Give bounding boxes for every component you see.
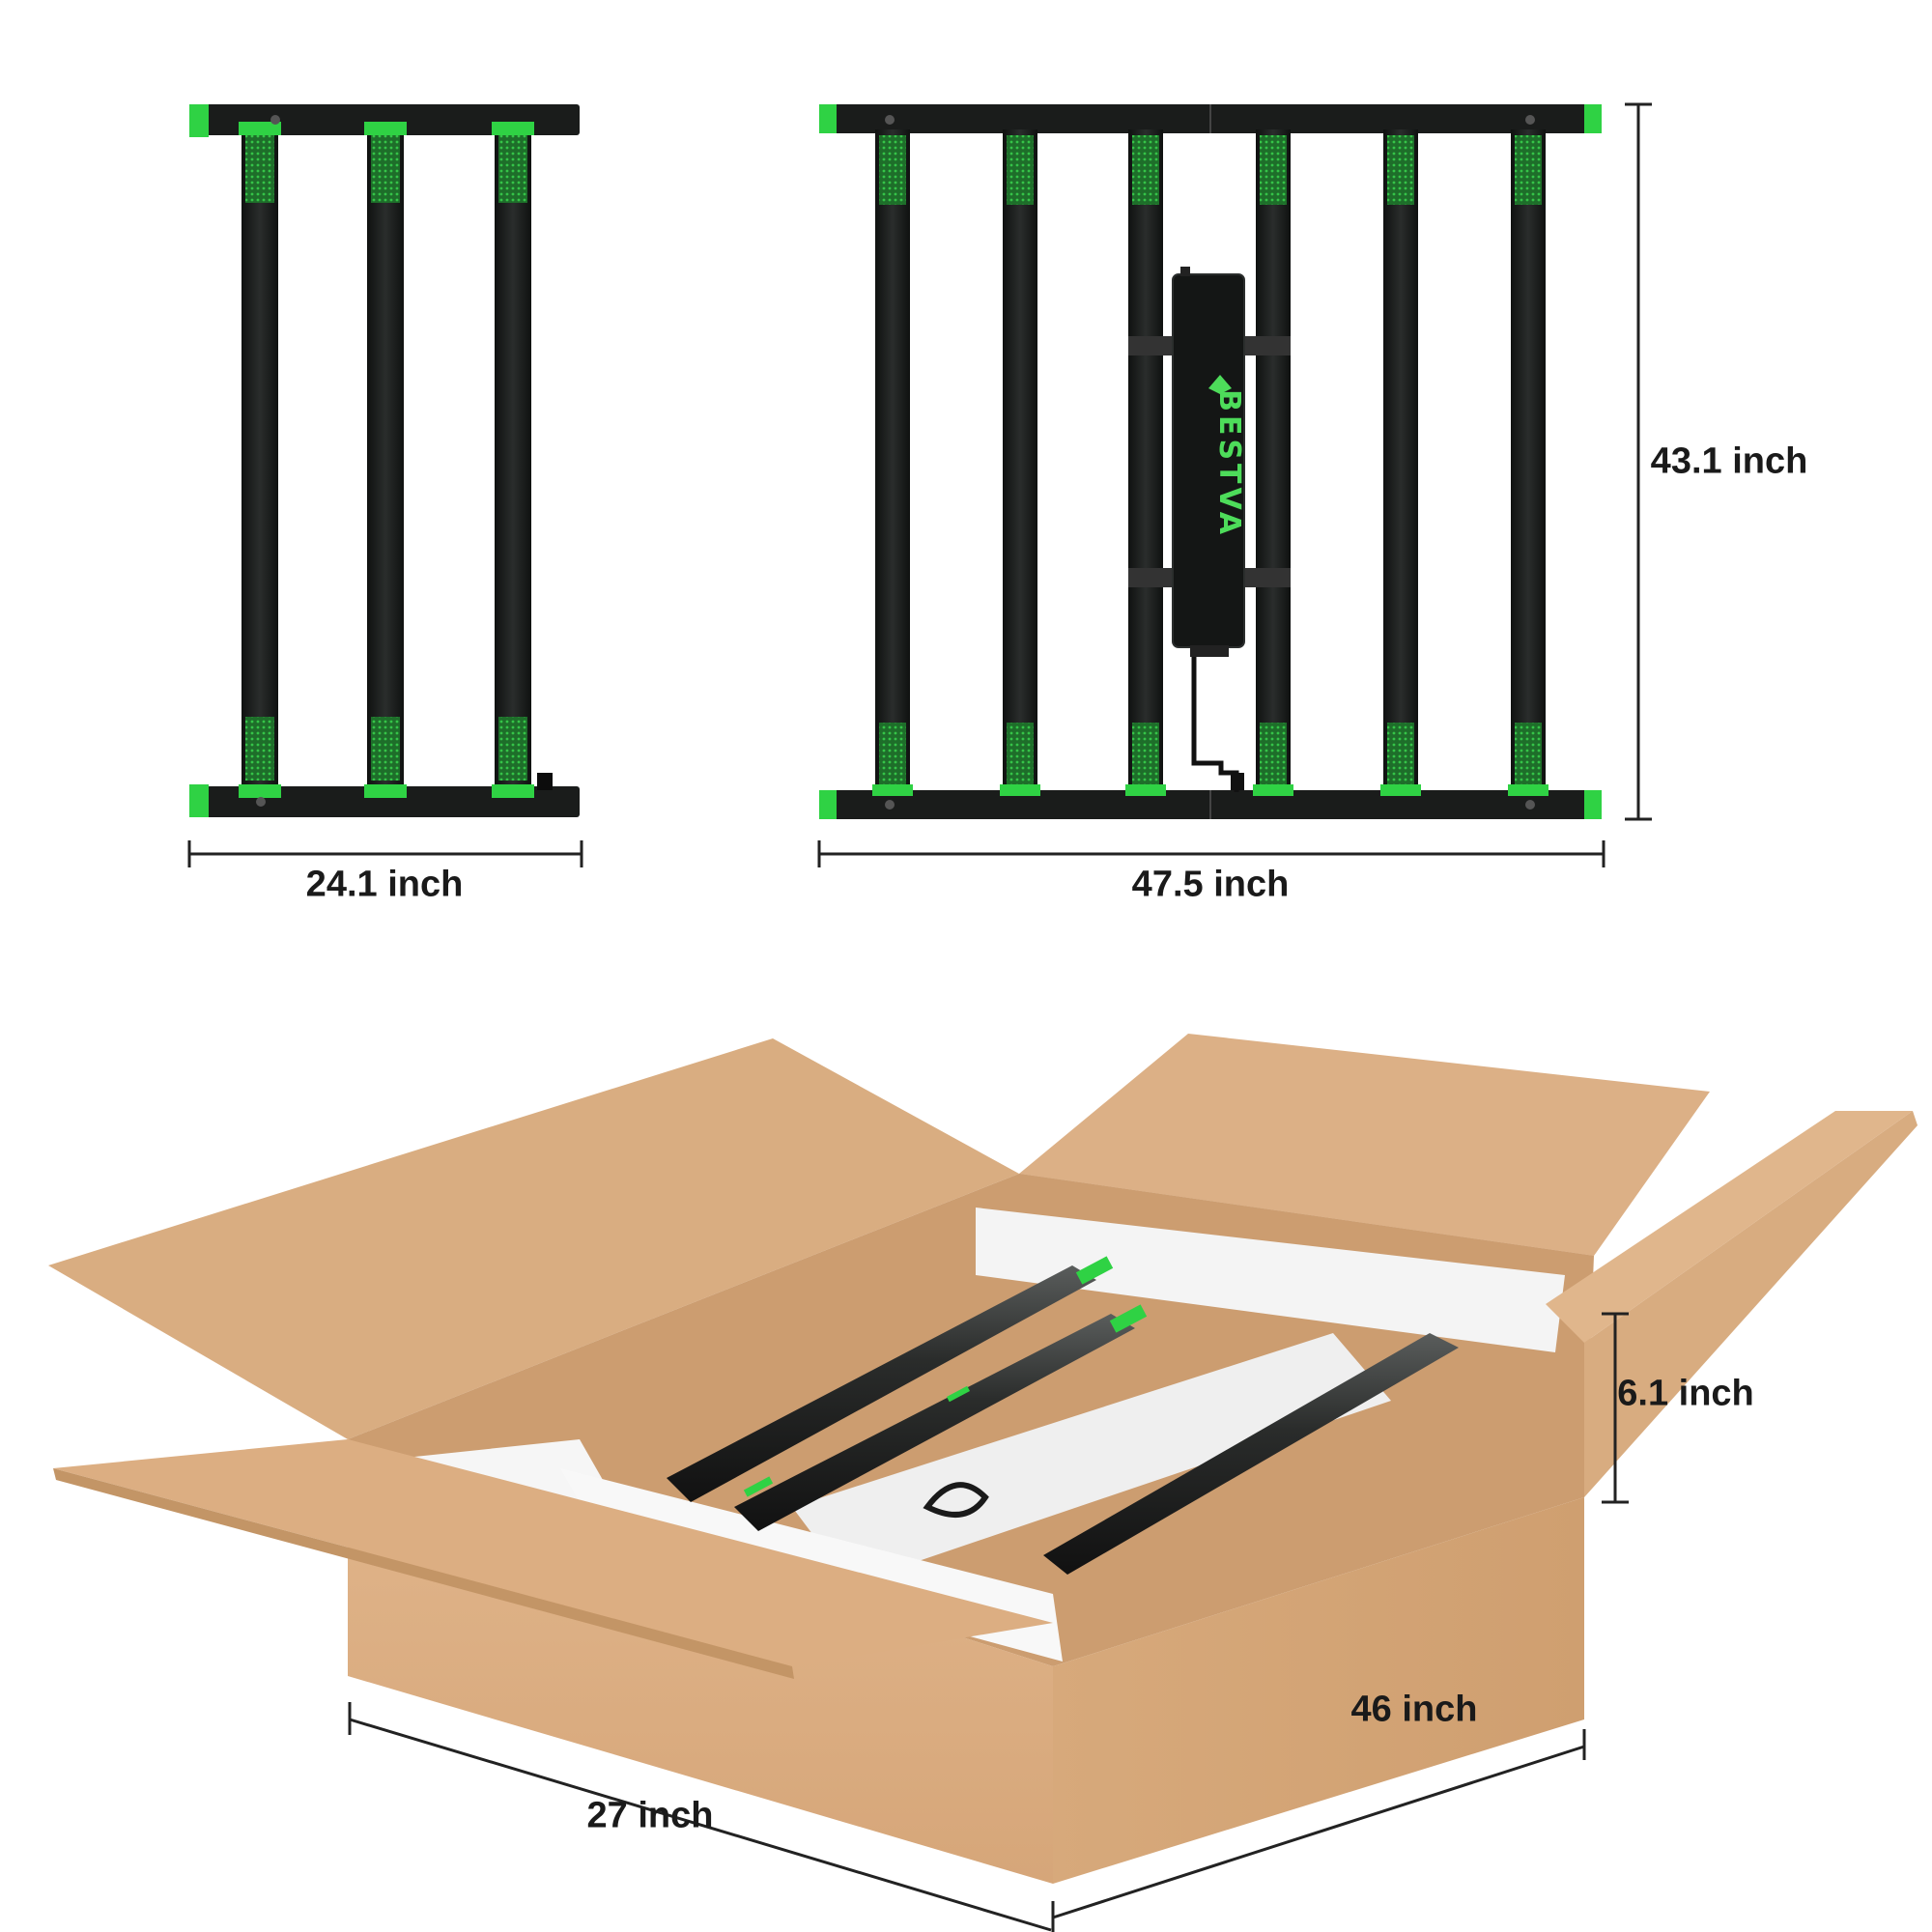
- box-flap-front: [53, 1439, 1053, 1666]
- folded-cap-bl: [189, 784, 209, 817]
- box-flap-right: [1584, 1111, 1918, 1497]
- folded-width-label: 24.1 inch: [305, 864, 464, 905]
- folded-bar-1: [239, 122, 281, 798]
- box-width-label: 27 inch: [586, 1795, 714, 1836]
- boxed-light-bars: [667, 1256, 1459, 1575]
- driver-box: [1128, 267, 1291, 792]
- box-dimension-lines: [348, 1312, 1629, 1932]
- folded-bottom-rail: [189, 786, 580, 817]
- foam-middle: [792, 1333, 1391, 1584]
- unfolded-bars: [872, 129, 1548, 796]
- folded-light: [189, 104, 580, 817]
- brand-leaf-icon: [1208, 375, 1232, 394]
- box-length-label: 46 inch: [1350, 1689, 1478, 1730]
- shipping-box: [48, 1034, 1918, 1884]
- box-height-label: 6.1 inch: [1617, 1373, 1754, 1414]
- folded-bar-2: [364, 122, 407, 798]
- box-flap-back-right: [1019, 1034, 1710, 1256]
- folded-bar-3: [492, 122, 534, 798]
- folded-cap-tl: [189, 104, 209, 137]
- foam-back: [976, 1208, 1565, 1352]
- unfolded-width-label: 47.5 inch: [1131, 864, 1290, 905]
- driver-brand-text: BESTVA: [1212, 389, 1246, 538]
- folded-top-rail: [189, 104, 580, 135]
- box-flap-back-left: [48, 1038, 1019, 1439]
- unfolded-light: [819, 104, 1602, 819]
- dimension-lines: [187, 102, 1652, 867]
- height-label: 43.1 inch: [1650, 440, 1808, 482]
- box-side-wall: [1053, 1497, 1584, 1884]
